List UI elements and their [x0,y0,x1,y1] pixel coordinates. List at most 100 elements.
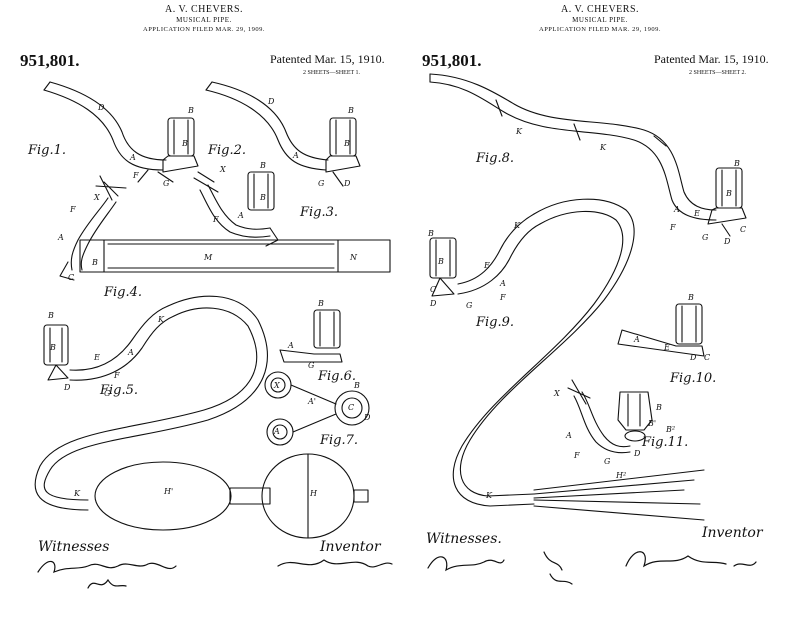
svg-text:E: E [663,343,670,352]
sheet-1-drawing: BB AD GF BB AD GD BB AF XX FA BM NC BB E… [34,81,391,539]
fig-9-label: Fig.9. [476,315,515,330]
svg-text:G: G [604,457,611,466]
svg-text:F: F [69,205,76,214]
sheet-label: 2 SHEETS—SHEET 1. [303,70,361,76]
svg-text:B: B [427,229,434,238]
fig-8-label: Fig.8. [476,151,515,166]
svg-text:X: X [273,381,280,390]
fig4-pipe [59,175,391,281]
svg-text:B: B [725,189,732,198]
sheet-2: A. V. CHEVERS. MUSICAL PIPE. APPLICATION… [404,0,796,634]
fig-2-label: Fig.2. [208,143,247,158]
svg-text:B: B [437,257,444,266]
svg-text:B: B [343,139,350,148]
svg-text:G: G [466,301,473,310]
svg-text:F: F [113,371,120,380]
svg-text:G: G [308,361,315,370]
svg-text:D: D [343,179,351,188]
svg-text:B: B [259,193,266,202]
svg-text:D: D [63,383,71,392]
svg-text:B': B' [647,419,656,428]
svg-text:H': H' [163,487,173,496]
svg-text:B: B [347,106,354,115]
svg-text:F: F [499,293,506,302]
fig6-detail [279,309,343,363]
svg-text:F: F [573,451,580,460]
svg-text:D: D [633,449,641,458]
fig11-detail [567,379,653,454]
svg-text:E: E [93,353,100,362]
svg-text:C: C [740,225,746,234]
svg-text:F: F [669,223,676,232]
svg-text:B: B [47,311,54,320]
svg-text:A: A [673,205,680,214]
svg-text:G: G [702,233,709,242]
fig-1-label: Fig.1. [28,143,67,158]
svg-text:A: A [127,348,134,357]
svg-text:M: M [203,253,213,262]
svg-text:A: A [237,211,244,220]
fig8-pipe [429,73,747,237]
inventor-label: Inventor [320,539,381,555]
svg-text:F: F [212,215,219,224]
svg-text:C: C [430,285,436,294]
svg-text:A: A [633,335,640,344]
svg-text:A: A [129,153,136,162]
svg-text:E: E [693,209,700,218]
application-filed: APPLICATION FILED MAR. 29, 1909. [143,26,265,33]
svg-text:B: B [317,299,324,308]
fig7-detail [264,371,370,446]
inventor-label: Inventor [702,525,763,541]
svg-text:K: K [513,221,521,230]
svg-text:C: C [704,353,710,362]
sheet-2-signatures [427,551,757,585]
svg-text:C: C [68,273,74,282]
fig3-pipe [193,171,279,247]
svg-text:B: B [733,159,740,168]
svg-text:B: B [687,293,694,302]
svg-text:B: B [181,139,188,148]
application-filed: APPLICATION FILED MAR. 29, 1909. [539,26,661,33]
svg-text:A: A [292,151,299,160]
svg-text:B: B [49,343,56,352]
svg-text:K: K [485,491,493,500]
svg-text:X: X [553,389,560,398]
invention-title: MUSICAL PIPE. [572,16,628,24]
svg-text:A: A [565,431,572,440]
svg-text:K: K [73,489,81,498]
svg-text:D: D [689,353,697,362]
fig-11-label: Fig.11. [642,435,689,450]
svg-text:B: B [187,106,194,115]
inventor-name: A. V. CHEVERS. [164,4,244,15]
svg-text:H²: H² [615,471,626,480]
fig1-pipe [43,81,199,183]
patent-number: 951,801. [422,51,482,70]
inventor-name: A. V. CHEVERS. [560,4,640,15]
svg-text:G: G [163,179,170,188]
fig-7-label: Fig.7. [320,433,359,448]
fig2-pipe [205,81,361,187]
svg-text:B: B [91,258,98,267]
svg-text:D: D [363,413,371,422]
fig10-detail [617,303,705,357]
fig9-assembly [429,198,705,521]
svg-text:C: C [348,403,354,412]
svg-text:G: G [318,179,325,188]
patent-number: 951,801. [20,51,80,70]
svg-text:K: K [157,315,165,324]
svg-text:E: E [483,261,490,270]
fig-5-label: Fig.5. [100,383,139,398]
svg-text:D: D [267,97,275,106]
svg-text:B²: B² [665,425,675,434]
sheet-1-signatures [37,559,393,589]
svg-text:B: B [259,161,266,170]
svg-text:D: D [429,299,437,308]
witnesses-label: Witnesses. [426,531,502,547]
svg-text:K: K [515,127,523,136]
witnesses-label: Witnesses [38,539,110,555]
svg-text:D: D [723,237,731,246]
svg-text:K: K [599,143,607,152]
fig-10-label: Fig.10. [670,371,717,386]
sheet-label: 2 SHEETS—SHEET 2. [689,70,747,76]
